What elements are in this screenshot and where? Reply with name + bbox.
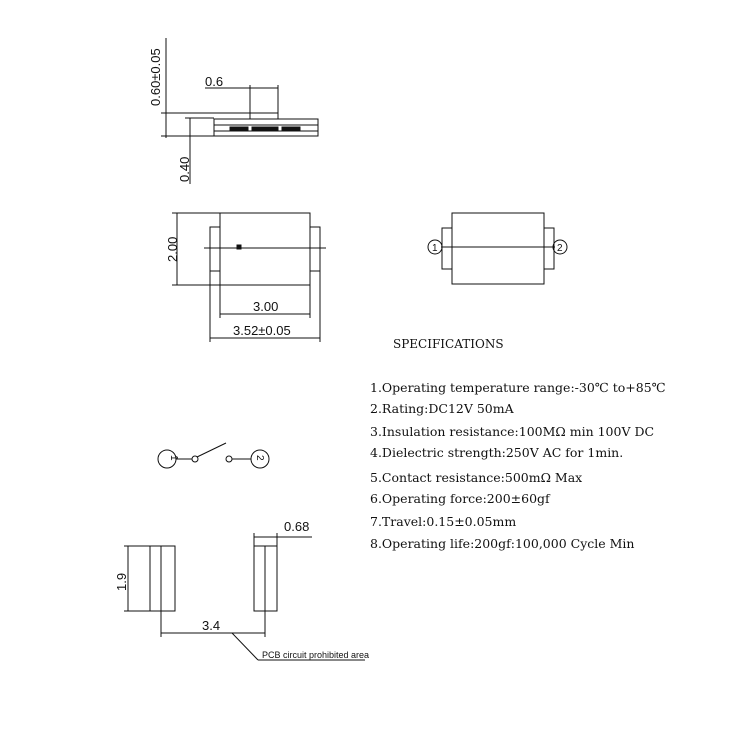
dim-total-length-label: 3.52±0.05 <box>233 323 291 338</box>
dim-actuator-label: 0.6 <box>205 74 223 89</box>
schematic-terminal-2-label: 2 <box>254 455 265 461</box>
side-view <box>161 38 319 184</box>
dim-body-length-label: 3.00 <box>253 299 278 314</box>
dim-pad-height-label: 1.9 <box>114 573 129 591</box>
terminal-1-label: 1 <box>432 243 438 254</box>
contact-strip-center <box>251 126 279 131</box>
switch-body-side <box>213 118 319 137</box>
spec-item: 6.Operating force:200±60gf <box>370 491 551 506</box>
actuator <box>249 112 279 120</box>
pad-left <box>149 545 176 612</box>
schematic-terminal-2 <box>250 449 270 469</box>
spec-item: 5.Contact resistance:500mΩ Max <box>370 470 582 485</box>
switch-body-terminal <box>451 212 545 285</box>
terminal-right <box>309 226 321 272</box>
terminal-2-label: 2 <box>557 243 563 254</box>
dim-height-label: 0.60±0.05 <box>148 48 163 106</box>
dim-base-label: 0.40 <box>177 157 192 182</box>
spec-item: 2.Rating:DC12V 50mA <box>370 401 515 416</box>
specifications-list: 1.Operating temperature range:-30℃ to+85… <box>370 380 666 551</box>
switch-schematic <box>157 442 270 469</box>
pcb-note: PCB circuit prohibited area <box>262 650 369 660</box>
contact-strip-left <box>229 126 249 132</box>
note-leader <box>231 632 259 661</box>
schematic-terminal-1-label: 1 <box>168 455 179 461</box>
terminal-left <box>209 226 221 272</box>
dim-pad-spacing-label: 3.4 <box>202 618 220 633</box>
dim-width-label: 2.00 <box>165 237 180 262</box>
dim-pad-width-label: 0.68 <box>284 519 309 534</box>
pcb-layout <box>124 533 365 661</box>
spec-item: 1.Operating temperature range:-30℃ to+85… <box>370 380 666 395</box>
spec-item: 3.Insulation resistance:100MΩ min 100V D… <box>370 424 654 439</box>
spec-item: 4.Dielectric strength:250V AC for 1min. <box>370 445 623 460</box>
specifications-title: SPECIFICATIONS <box>393 337 504 351</box>
top-view <box>172 212 326 342</box>
spec-item: 7.Travel:0.15±0.05mm <box>370 514 516 529</box>
switch-lever <box>196 442 227 458</box>
terminal-2-marker <box>552 239 568 255</box>
terminal-1-marker <box>427 239 443 255</box>
center-mark <box>236 244 242 250</box>
terminal-view <box>427 212 568 285</box>
switch-body-top <box>219 212 311 286</box>
spec-item: 8.Operating life:200gf:100,000 Cycle Min <box>370 536 634 551</box>
contact-strip-right <box>281 126 301 132</box>
